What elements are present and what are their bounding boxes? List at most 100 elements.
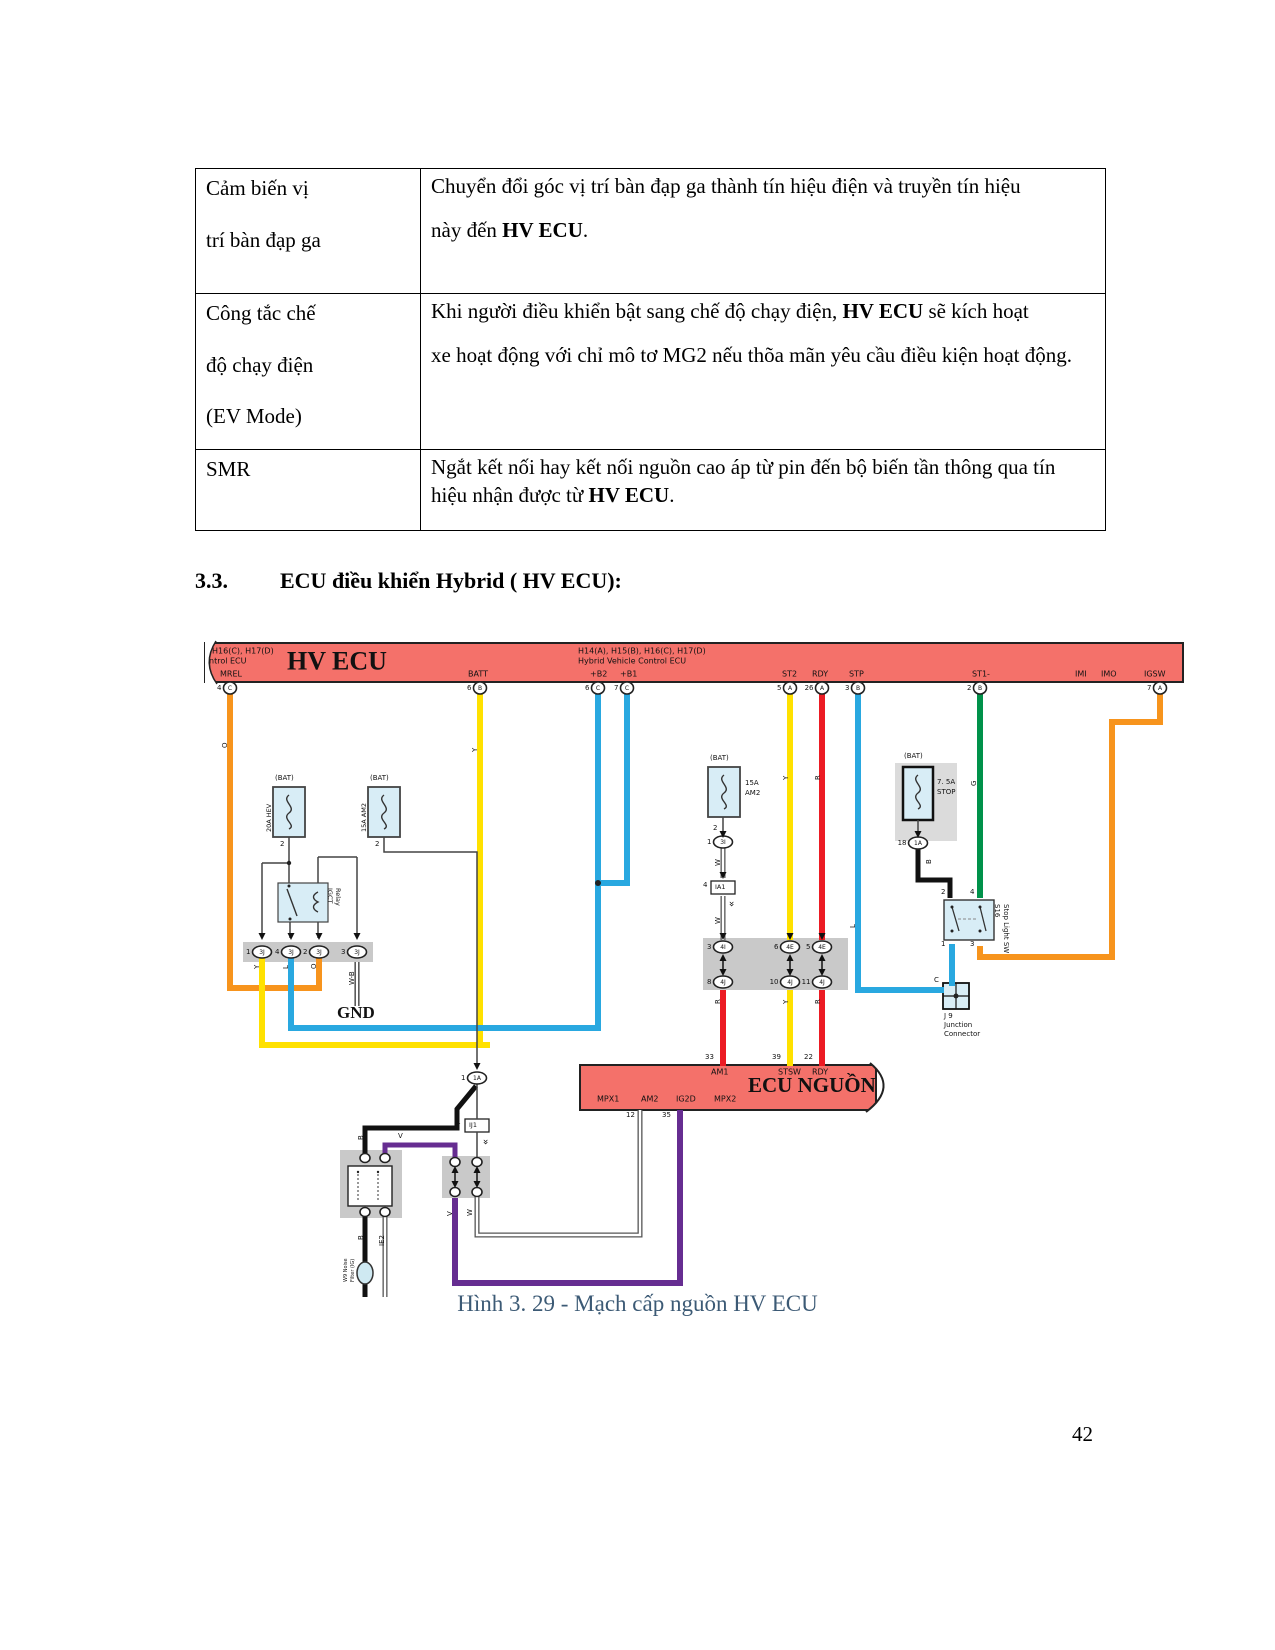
term-line: Cảm biến vị <box>206 176 309 200</box>
fuse-15a-am2m-element <box>721 774 727 810</box>
label-am2: AM2 <box>745 789 760 797</box>
label-33: 33 <box>705 1053 714 1061</box>
desc-paragraph: xe hoạt động với chỉ mô tơ MG2 nếu thõa … <box>431 342 1095 370</box>
pin-code: 1A <box>473 1075 482 1082</box>
arrowhead <box>451 1166 459 1173</box>
label-r: R <box>814 775 822 780</box>
ignition-sw-inner-box <box>347 1165 393 1207</box>
label-filter-ig-: Filter (IG) <box>350 1259 356 1282</box>
noise-filter <box>356 1261 374 1285</box>
desc-paragraph: Khi người điều khiển bật sang chế độ chạ… <box>431 298 1095 326</box>
pin-number: 1 <box>707 838 711 846</box>
wire-b2-blue <box>288 694 601 1031</box>
label--: « <box>480 1139 491 1145</box>
label-w-b: W-B <box>348 971 356 985</box>
wire-am2d-white-core <box>475 1110 642 1237</box>
ecu-nguon-banner <box>579 1064 877 1111</box>
pin-number: 7 <box>1147 684 1151 692</box>
fuse-15a-am2-left-box <box>367 786 401 838</box>
fuse-stop-element <box>915 774 921 810</box>
arrowhead <box>786 969 794 976</box>
label-batt: BATT <box>468 670 488 679</box>
gnd-label: GND <box>337 1003 375 1022</box>
wire-igkey-black <box>362 1084 478 1156</box>
text: xe hoạt động với chỉ mô tơ MG2 nếu thõa … <box>431 342 1072 367</box>
label-am2: AM2 <box>641 1095 658 1104</box>
label-y: Y <box>253 964 261 970</box>
label-b: B <box>357 1235 365 1240</box>
label-22: 22 <box>804 1053 813 1061</box>
label-1: 1 <box>941 940 945 948</box>
wire-mrel-orange <box>227 694 322 991</box>
text: . <box>669 482 675 507</box>
section-title: ECU điều khiển Hybrid ( HV ECU): <box>280 568 622 593</box>
pin-number: 10 <box>770 978 779 986</box>
label-15a-am2: 15A AM2 <box>360 803 368 832</box>
hv-ecu-sub: ntrol ECU <box>209 657 247 666</box>
connector-pin-a <box>1152 681 1168 695</box>
term-line: Công tắc chế <box>206 301 316 325</box>
connector-pin-3j <box>308 945 330 959</box>
ecu-nguon-am1: AM1 <box>711 1068 728 1077</box>
label-w: W <box>466 1209 474 1216</box>
connector-pin <box>471 1186 483 1198</box>
fuse-20a-hev-element <box>286 794 292 830</box>
label-4: 4 <box>703 881 708 889</box>
label-2: 2 <box>941 888 945 896</box>
connector-pin <box>471 1156 483 1168</box>
label-w: W <box>714 859 722 866</box>
connector-pin-3j <box>280 945 302 959</box>
pin-code: A <box>1158 685 1163 692</box>
connector-pin-3j <box>251 945 273 959</box>
label-2: 2 <box>280 840 284 848</box>
term-cell: SMR <box>195 449 421 531</box>
wire-igsw-orange <box>977 694 1163 960</box>
pin-number: 2 <box>967 684 971 692</box>
arrowhead <box>451 1181 459 1188</box>
connector-pin <box>379 1152 391 1164</box>
connector-pin-3j <box>346 945 368 959</box>
connector-pin-a <box>814 681 830 695</box>
ia1-junction-box <box>710 880 736 895</box>
label-igct: IGCT <box>326 888 334 903</box>
label-39: 39 <box>772 1053 781 1061</box>
wire-am2d-white <box>474 1110 643 1238</box>
label-junction: Junction <box>943 1021 972 1029</box>
text: này đến <box>431 217 503 242</box>
hv-ecu-title: HV ECU <box>287 646 387 675</box>
text: Khi người điều khiển bật sang chế độ chạ… <box>431 299 843 323</box>
pin-code: A <box>788 685 793 692</box>
pin-code: A <box>820 685 825 692</box>
connector-pin <box>359 1152 371 1164</box>
label-12: 12 <box>626 1111 635 1119</box>
connector-pin-1a <box>466 1071 488 1085</box>
relay-coil <box>312 891 320 913</box>
label-7-5a: 7. 5A <box>937 778 955 786</box>
connector-pin-c <box>222 681 238 695</box>
junction-dot <box>978 905 982 909</box>
label-w9-noise: W9 Noise <box>343 1258 349 1282</box>
label-stp: STP <box>849 670 864 679</box>
hv-conn-codes: H16(C), H17(D) <box>212 647 274 656</box>
pin-number: 6 <box>467 684 472 692</box>
pin-number: 5 <box>806 943 810 951</box>
pin-number: 1 <box>461 1074 465 1082</box>
label-mrel: MREL <box>220 670 243 679</box>
wire-ig2d-purple <box>452 1110 683 1286</box>
label--bat-: (BAT) <box>370 774 389 782</box>
connector-pin-a <box>782 681 798 695</box>
junction-dot <box>287 884 291 888</box>
label-mpx1: MPX1 <box>597 1095 619 1104</box>
pin-code: 4E <box>818 944 826 951</box>
label-15a: 15A <box>745 779 759 787</box>
pin-code: B <box>978 685 982 692</box>
pin-number: 11 <box>802 978 811 986</box>
label--bat-: (BAT) <box>275 774 294 782</box>
ecu-banner-right-cut-fill <box>866 1063 888 1112</box>
stopsw-blade-1 <box>951 906 960 932</box>
pin-code: 4E <box>786 944 794 951</box>
connector-pin <box>359 1206 371 1218</box>
